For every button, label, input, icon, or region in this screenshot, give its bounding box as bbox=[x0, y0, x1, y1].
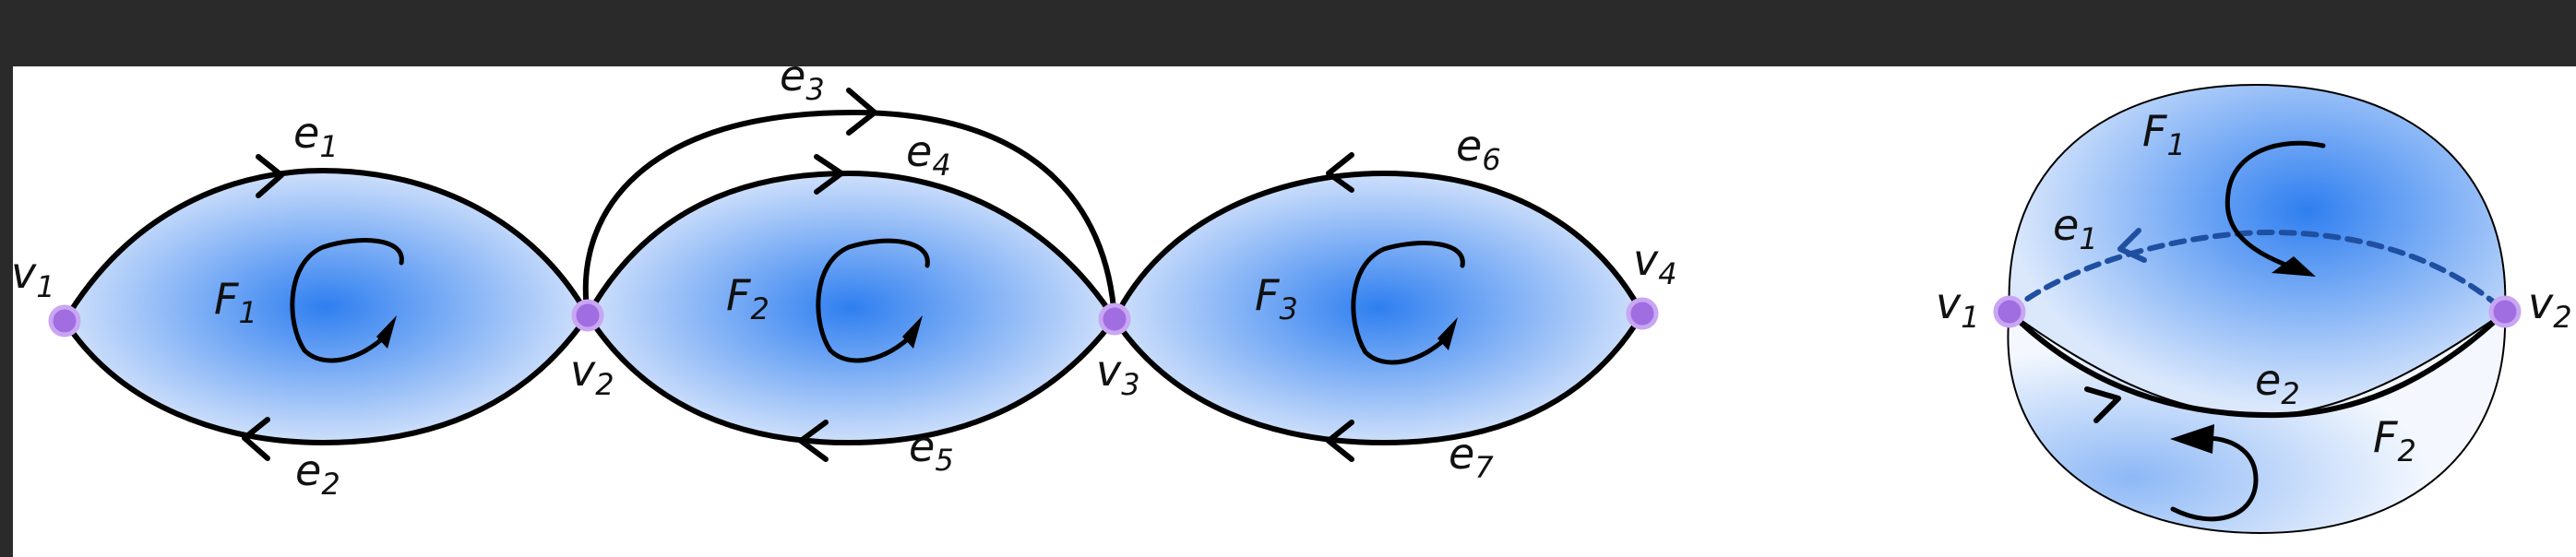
edge-e6 bbox=[1112, 170, 1645, 322]
label-e4: e4 bbox=[906, 126, 951, 183]
vertex-v3 bbox=[1098, 302, 1131, 336]
label-F3: F3 bbox=[1255, 270, 1298, 326]
label-e6: e6 bbox=[1456, 121, 1501, 177]
face-F1 bbox=[65, 171, 588, 443]
label-e5: e5 bbox=[909, 421, 954, 478]
arrow-e4 bbox=[814, 154, 844, 195]
orientation-swirl-F1-sphere bbox=[2224, 140, 2326, 277]
vertex-v1-sphere bbox=[1993, 295, 2026, 328]
arrow-e7 bbox=[1326, 420, 1354, 462]
label-e2-sphere: e2 bbox=[2255, 355, 2300, 411]
label-F1-sphere: F1 bbox=[2142, 106, 2186, 162]
vertex-v1 bbox=[48, 304, 81, 338]
arrow-e5 bbox=[798, 420, 829, 462]
label-v4: v4 bbox=[1633, 235, 1677, 291]
orientation-swirl-F1 bbox=[290, 238, 404, 363]
label-e7: e7 bbox=[1449, 429, 1494, 485]
left-diagram: v1 v2 v3 v4 e1 e2 e3 e4 e5 e6 e7 F1 F2 F… bbox=[11, 51, 1677, 502]
label-v1-sphere: v1 bbox=[1936, 278, 1980, 335]
label-v3: v3 bbox=[1096, 346, 1140, 402]
edge-e2 bbox=[62, 313, 590, 446]
vertex-v2 bbox=[571, 299, 604, 332]
arrow-e6 bbox=[1326, 152, 1354, 193]
orientation-swirl-F2 bbox=[816, 238, 930, 363]
edge-e7 bbox=[1112, 311, 1645, 446]
arrow-e1-sphere bbox=[2117, 228, 2147, 263]
face-F2 bbox=[588, 173, 1115, 443]
label-v2: v2 bbox=[570, 346, 614, 402]
arrow-e2-sphere bbox=[2084, 386, 2121, 423]
orientation-swirl-F2-sphere bbox=[2170, 424, 2259, 522]
arrow-e1 bbox=[256, 154, 284, 198]
label-v2-sphere: v2 bbox=[2528, 278, 2572, 335]
edge-e1 bbox=[62, 167, 590, 324]
label-e2: e2 bbox=[295, 445, 340, 502]
right-diagram: v1 v2 e1 e2 F1 F2 bbox=[1936, 83, 2572, 535]
vertex-v2-sphere bbox=[2488, 295, 2522, 328]
label-F1: F1 bbox=[214, 274, 257, 330]
orientation-swirl-F3 bbox=[1351, 241, 1465, 365]
label-F2: F2 bbox=[726, 270, 769, 326]
label-v1: v1 bbox=[11, 248, 55, 304]
edge-e5 bbox=[585, 313, 1117, 446]
label-e1: e1 bbox=[293, 108, 339, 164]
vertex-v4 bbox=[1626, 297, 1659, 330]
arrow-e2 bbox=[242, 417, 270, 461]
face-F3 bbox=[1115, 173, 1642, 443]
label-F2-sphere: F2 bbox=[2373, 412, 2416, 468]
arrow-e3 bbox=[846, 88, 877, 136]
edge-e4 bbox=[585, 170, 1117, 322]
edge-e1-sphere bbox=[2007, 229, 2508, 314]
edge-e2-sphere bbox=[2007, 309, 2508, 419]
label-e3: e3 bbox=[780, 51, 825, 107]
label-e1-sphere: e1 bbox=[2053, 200, 2098, 256]
edge-e3 bbox=[582, 109, 1117, 322]
